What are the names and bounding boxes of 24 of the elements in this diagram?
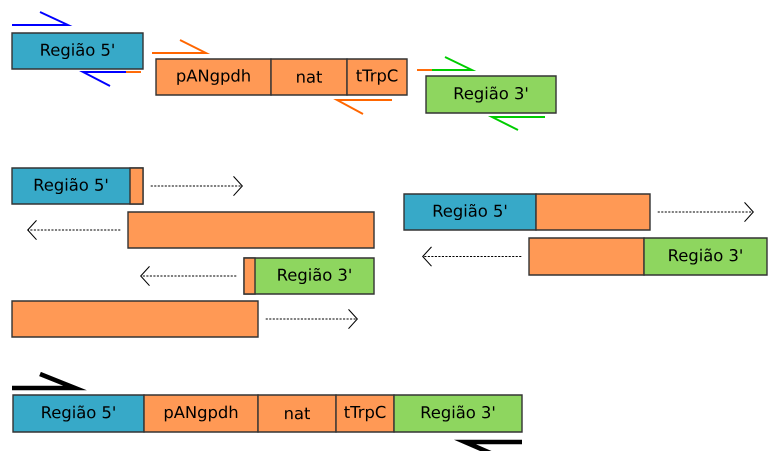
extension-arrow: [140, 266, 236, 286]
extension-arrow: [266, 308, 358, 330]
extension-arrow: [150, 176, 244, 196]
segment-box: [127, 211, 375, 249]
segment-box: tTrpC: [335, 394, 395, 433]
segment-box: Região 3': [643, 237, 768, 276]
segment-box: tTrpC: [346, 58, 408, 96]
segment-box: nat: [257, 394, 337, 433]
segment-box: Região 5': [12, 394, 145, 433]
segment-box: [11, 300, 259, 338]
segment-box: Região 5': [11, 32, 144, 70]
segment-box: [535, 193, 651, 231]
segment-box: Região 3': [425, 75, 557, 114]
segment-box: Região 5': [11, 167, 144, 205]
segment-box: nat: [270, 58, 348, 96]
segment-box: pANgpdh: [143, 394, 259, 433]
extension-arrow: [658, 202, 754, 222]
extension-arrow: [27, 220, 120, 240]
segment-box: Região 3': [393, 394, 523, 433]
segment-box: Região 5': [403, 193, 537, 231]
extension-arrow: [422, 246, 522, 267]
segment-box: [528, 237, 645, 276]
segment-box: pANgpdh: [155, 58, 272, 96]
segment-box: Região 3': [243, 257, 375, 295]
